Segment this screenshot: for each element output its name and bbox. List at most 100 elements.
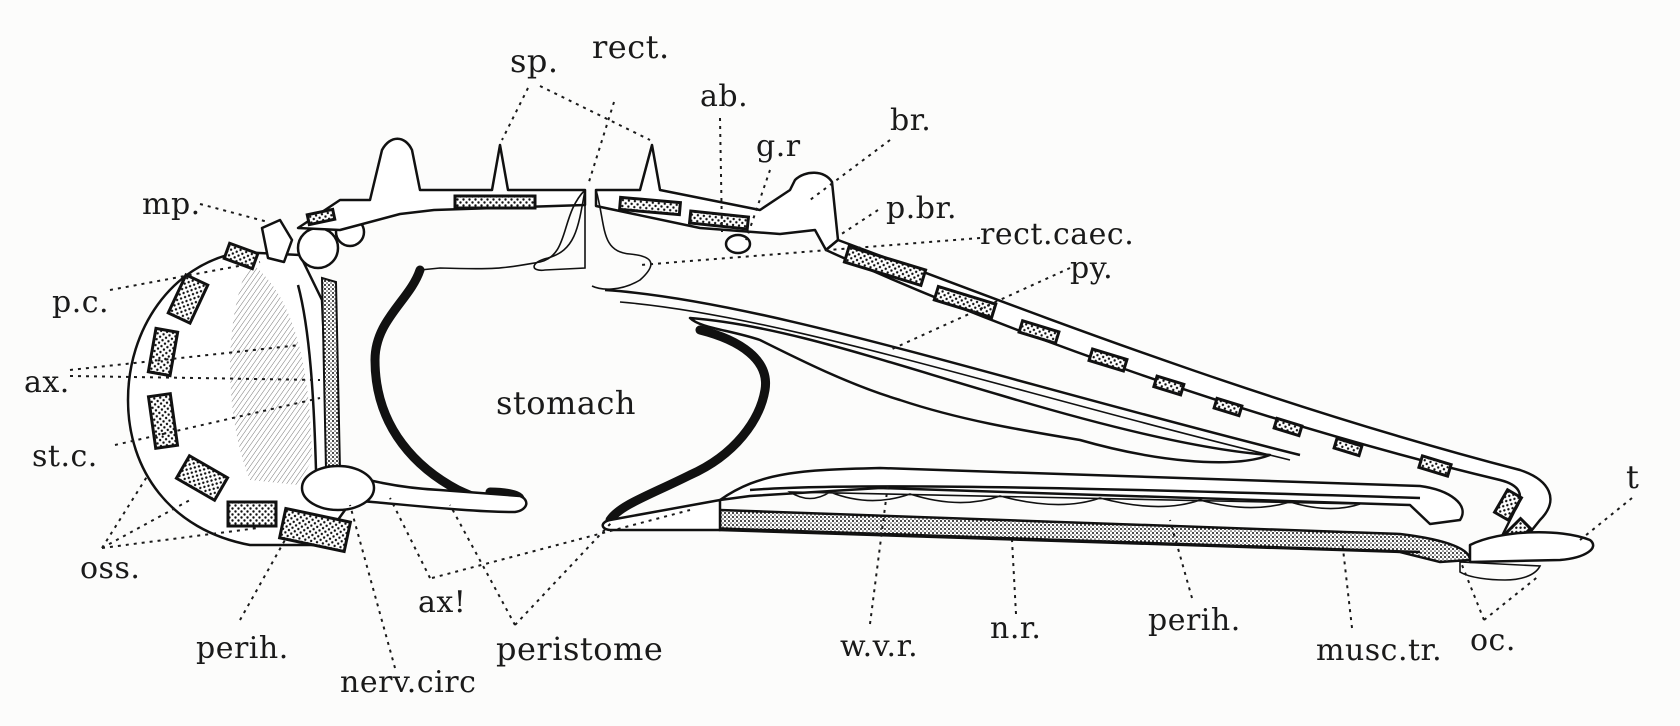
- tube-feet-ampullae: [787, 491, 1361, 510]
- label-ab: ab.: [700, 79, 748, 114]
- label-t: t: [1626, 458, 1639, 496]
- stomach-wall-right: [605, 325, 771, 525]
- leader-wvr: [869, 483, 889, 625]
- peristome-membrane: [601, 498, 722, 532]
- ossicle: [146, 326, 180, 378]
- leader-pc: [109, 261, 261, 291]
- label-gr: g.r: [756, 129, 801, 164]
- leader-oc-1: [1461, 564, 1485, 621]
- leader-nerv-circ: [349, 504, 396, 669]
- leader-oss-2: [101, 499, 191, 549]
- ossicle: [1332, 436, 1364, 458]
- ossicle-aboral: [305, 207, 337, 227]
- label-py: py.: [1070, 251, 1113, 286]
- label-pbr: p.br.: [886, 191, 957, 226]
- label-ax-prime: ax!: [418, 585, 466, 620]
- label-stc: st.c.: [32, 439, 98, 474]
- labels: sp. rect. ab. g.r br. mp. p.br. rect.cae…: [24, 28, 1639, 700]
- axial-organ-column: [320, 276, 342, 471]
- ossicle: [1272, 416, 1304, 438]
- leader-mp: [199, 203, 269, 223]
- leader-nr: [1011, 539, 1017, 615]
- pyloric-caecum: [688, 316, 1272, 464]
- label-perih-right: perih.: [1148, 603, 1241, 638]
- leader-oss-1: [101, 474, 149, 549]
- ossicle: [174, 453, 230, 503]
- eye-spot: [1459, 561, 1542, 581]
- ambulacral-band: [718, 508, 1472, 564]
- genital-rudiment: [724, 233, 752, 255]
- leader-ab: [719, 117, 723, 233]
- ossicle: [226, 500, 278, 528]
- label-rect-caec: rect.caec.: [980, 217, 1134, 252]
- ossicle: [1492, 487, 1524, 523]
- aboral-wall-right: [594, 143, 840, 252]
- leader-musc-tr: [1341, 539, 1353, 629]
- label-br: br.: [890, 103, 931, 138]
- ossicle: [222, 241, 260, 271]
- pyloric-duct: [604, 288, 1301, 457]
- intestine-right: [591, 189, 652, 290]
- aboral-wall-left: [296, 137, 587, 232]
- label-nerv-circ: nerv.circ: [340, 665, 476, 700]
- leader-br: [809, 139, 891, 201]
- ossicle: [1151, 374, 1186, 397]
- ossicle: [166, 272, 210, 326]
- label-ax: ax.: [24, 365, 70, 400]
- leader-peristome-1: [449, 504, 516, 626]
- madreporic-vesicle: [296, 226, 340, 270]
- leader-sp: [501, 87, 529, 141]
- leader-rect: [587, 101, 615, 186]
- label-rect: rect.: [592, 28, 670, 66]
- stone-canal-region: [230, 262, 312, 485]
- leader-py: [889, 267, 1071, 351]
- leader-oc-2: [1483, 574, 1541, 621]
- arm-oral-wall: [718, 466, 1464, 526]
- leader-peristome-2: [514, 521, 613, 626]
- terminal-tentacle: [1468, 530, 1595, 564]
- body-structure: [126, 137, 1595, 581]
- intestine-left: [419, 189, 586, 271]
- ossicle: [1087, 347, 1129, 373]
- axial-organ-line: [296, 284, 318, 471]
- radial-nerve-line: [704, 526, 1421, 554]
- water-vascular-ring: [749, 485, 1421, 500]
- label-peristome: peristome: [496, 630, 663, 668]
- leader-t: [1579, 497, 1633, 541]
- leader-perih-right: [1169, 519, 1193, 599]
- leader-sp-2: [539, 85, 651, 141]
- leader-rect-caec: [639, 237, 981, 266]
- ossicle: [1017, 318, 1061, 346]
- leader-ax-prime: [389, 497, 431, 579]
- leader-ax: [69, 344, 301, 371]
- leader-pbr: [839, 209, 879, 236]
- leader-ax-b: [69, 375, 321, 381]
- label-mp: mp.: [142, 187, 201, 222]
- ossicle-aboral: [453, 194, 537, 210]
- leader-stc: [114, 397, 321, 446]
- madreporite: [260, 218, 294, 264]
- label-nr: n.r.: [990, 611, 1041, 646]
- label-oss: oss.: [80, 551, 140, 586]
- label-wvr: w.v.r.: [840, 629, 918, 664]
- ossicle: [1417, 454, 1453, 478]
- label-pc: p.c.: [52, 285, 109, 320]
- leader-oss-3: [101, 527, 259, 549]
- leader-perih-left: [239, 539, 286, 621]
- label-stomach: stomach: [496, 384, 636, 422]
- leader-ax-prime-2: [431, 509, 691, 579]
- ossicle: [277, 506, 353, 554]
- ossicle-aboral: [687, 209, 751, 231]
- nerve-ring: [300, 464, 376, 512]
- ossicle: [1212, 396, 1244, 418]
- peristome-left: [338, 468, 528, 514]
- label-perih-left: perih.: [196, 631, 289, 666]
- label-sp: sp.: [510, 42, 559, 80]
- label-oc: oc.: [1470, 623, 1516, 658]
- ossicle-aboral: [617, 195, 683, 217]
- ossicle: [842, 244, 928, 288]
- label-musc-tr: musc.tr.: [1316, 633, 1442, 668]
- leader-lines: [69, 85, 1633, 669]
